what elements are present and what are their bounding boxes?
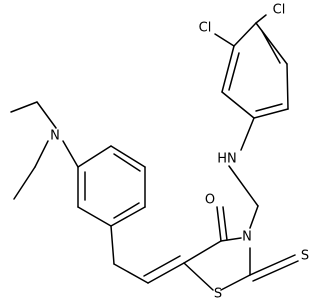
carbonyl-bond-2 <box>222 206 228 241</box>
atom-n-diethyl: N <box>50 129 60 144</box>
atom-nh: HN <box>217 152 237 167</box>
ethyl-2-ch3 <box>13 166 36 200</box>
ethyl-2-ch2 <box>34 140 49 168</box>
atom-cl-left: Cl <box>199 21 212 36</box>
aryl-nh-bond <box>240 117 255 151</box>
atom-o-carbonyl: O <box>205 193 215 208</box>
dichlorophenyl-ring <box>221 22 289 119</box>
cl-top-bond <box>255 14 267 24</box>
cl-left-bond <box>214 33 235 47</box>
ethyl-1-ch2 <box>36 101 57 129</box>
methylidene-bond-2 <box>143 255 181 277</box>
carbonyl-bond-1 <box>216 206 222 242</box>
nh-ch2-bond <box>228 165 259 207</box>
aryl-n-bond <box>62 140 79 168</box>
thiazolidinone-ring <box>183 237 251 291</box>
thione-bond-2 <box>252 260 299 282</box>
atom-s-thione: S <box>301 249 309 264</box>
aminophenyl-ring <box>77 145 149 284</box>
methylidene-bond-1 <box>147 262 185 284</box>
ch2-nring-bond <box>249 205 259 229</box>
atom-s-ring: S <box>214 287 222 302</box>
ethyl-1-ch3 <box>10 101 38 113</box>
atom-cl-top: Cl <box>273 3 286 18</box>
atom-n-ring: N <box>242 230 252 245</box>
thione-bond-1 <box>249 254 296 276</box>
